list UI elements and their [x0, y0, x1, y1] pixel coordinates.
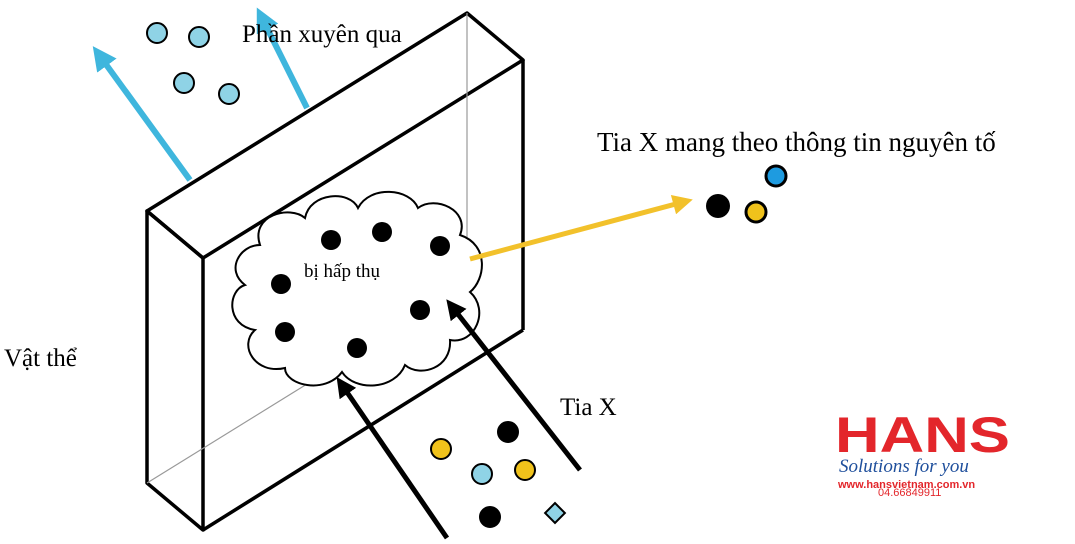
logo-tagline: Solutions for you	[839, 456, 969, 477]
slab-bottom-edge	[202, 328, 524, 532]
particle-cyan	[471, 463, 493, 485]
particle-cyan	[218, 83, 240, 105]
particle-black	[706, 194, 730, 218]
incoming-particles	[430, 421, 567, 528]
absorbed-particles	[271, 222, 450, 358]
label-xray: Tia X	[560, 394, 617, 421]
particle-black	[275, 322, 295, 342]
hans-logo: HANS Solutions for you www.hansvietnam.c…	[835, 407, 1010, 499]
logo-brand: HANS	[835, 407, 1010, 463]
xray-arrow-right	[446, 299, 582, 472]
particle-black	[479, 506, 501, 528]
label-absorbed: bị hấp thụ	[304, 261, 380, 282]
particle-black	[321, 230, 341, 250]
logo-url: www.hansvietnam.com.vn	[837, 479, 975, 491]
particle-black	[372, 222, 392, 242]
slab-front-face	[145, 209, 205, 532]
particle-yellow	[430, 438, 452, 460]
particle-black	[497, 421, 519, 443]
transmitted-arrow-right	[256, 7, 310, 110]
particle-cyan	[146, 22, 168, 44]
particle-black	[410, 300, 430, 320]
transmitted-arrow-left	[92, 46, 193, 182]
particle-black	[347, 338, 367, 358]
particle-cyan	[173, 72, 195, 94]
transmitted-particles	[146, 22, 240, 105]
label-element-info: Tia X mang theo thông tin nguyên tố	[597, 127, 996, 157]
particle-blue	[764, 164, 788, 188]
element-info-particles	[706, 164, 788, 224]
incoming-xray-arrows	[336, 299, 582, 540]
particle-cyan	[188, 26, 210, 48]
xray-arrow-left	[336, 377, 450, 540]
particle-yellow	[514, 459, 536, 481]
label-object: Vật thể	[4, 345, 78, 372]
transmitted-rays	[92, 7, 310, 182]
logo-phone: 04.66849911	[878, 487, 941, 499]
label-transmitted: Phần xuyên qua	[242, 21, 402, 48]
absorption-cloud	[231, 190, 483, 387]
emitted-xray-arrow	[469, 194, 693, 262]
particle-black	[430, 236, 450, 256]
particle-diamond-cyan	[543, 501, 567, 525]
particle-black	[271, 274, 291, 294]
particle-yellow	[744, 200, 768, 224]
